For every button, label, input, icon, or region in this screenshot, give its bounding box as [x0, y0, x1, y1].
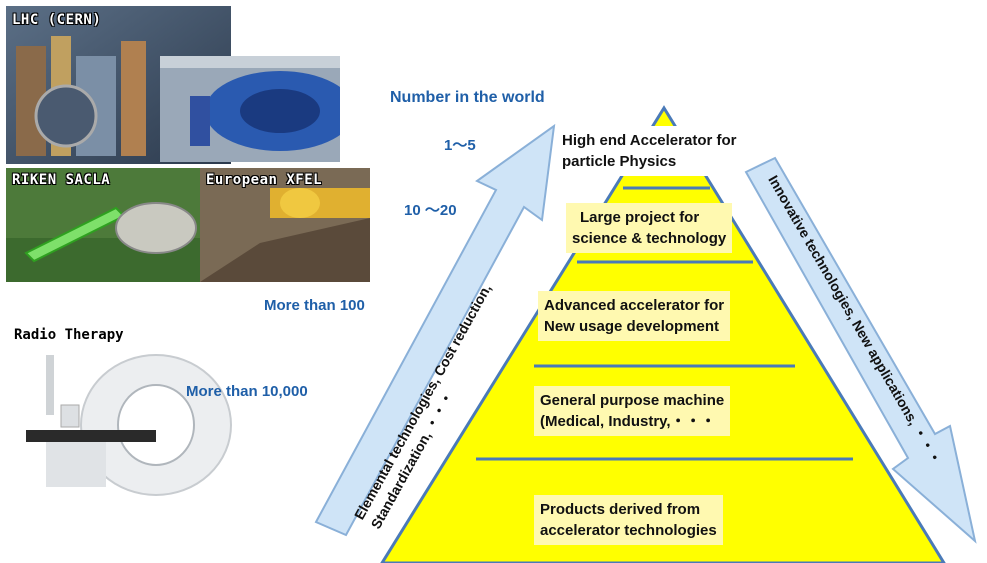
tier3-line2: New usage development	[544, 318, 720, 335]
tier1-label: High end Accelerator for particle Physic…	[556, 126, 743, 176]
radio-therapy-image	[6, 345, 238, 500]
number-in-world-heading: Number in the world	[390, 89, 545, 106]
tier5-line2: accelerator technologies	[540, 522, 717, 539]
tier1-line1: High end Accelerator for	[562, 132, 737, 149]
tier5-label: Products derived from accelerator techno…	[534, 495, 723, 545]
up-arrow	[314, 123, 556, 537]
count-tier2: 10 ～20	[404, 202, 457, 219]
radio-therapy-label: Radio Therapy	[14, 327, 124, 343]
xfel-label: European XFEL	[206, 172, 323, 188]
down-arrow	[744, 156, 977, 544]
tier2-line1: Large project for	[580, 209, 700, 226]
count-tier3: More than 100	[264, 297, 365, 314]
lhc-tunnel-image	[160, 56, 340, 162]
sacla-image	[6, 168, 206, 282]
lhc-tunnel-photo	[160, 56, 340, 162]
lhc-label: LHC (CERN)	[12, 12, 102, 28]
tier4-line2: (Medical, Industry,・・・	[540, 413, 716, 430]
xfel-image	[200, 168, 370, 282]
tier5-line1: Products derived from	[540, 501, 701, 518]
sacla-label: RIKEN SACLA	[12, 172, 111, 188]
tier4-label: General purpose machine (Medical, Indust…	[534, 386, 731, 436]
tier1-line2: particle Physics	[562, 153, 677, 170]
count-tier4: More than 10,000	[186, 383, 308, 400]
tier3-label: Advanced accelerator for New usage devel…	[538, 291, 731, 341]
tier3-line1: Advanced accelerator for	[544, 297, 725, 314]
count-tier1: 1～5	[444, 137, 476, 154]
tier2-line2: science & technology	[572, 230, 727, 247]
tier4-line1: General purpose machine	[540, 392, 725, 409]
xfel-photo	[200, 168, 370, 282]
sacla-photo	[6, 168, 206, 282]
tier2-label: Large project for science & technology	[566, 203, 733, 253]
radio-therapy-photo	[6, 345, 238, 500]
